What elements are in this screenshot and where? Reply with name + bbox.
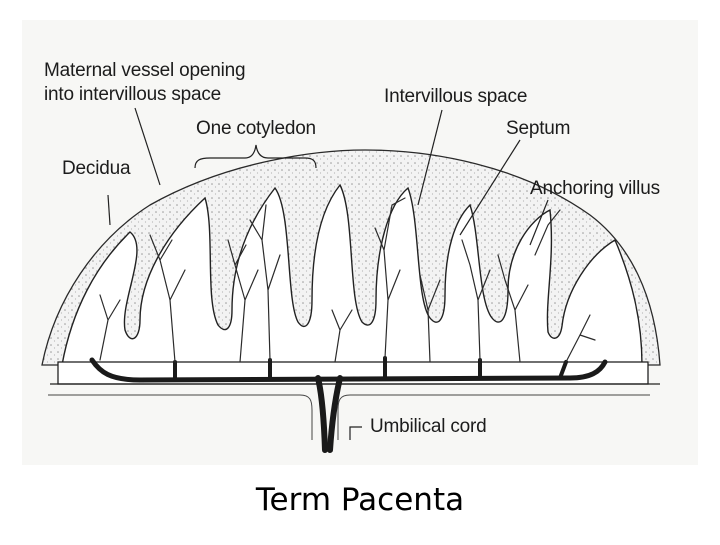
- cotyledon-brace: [194, 144, 317, 169]
- leader-lines: [107, 107, 549, 440]
- umbilical-cord-leader: [349, 426, 362, 440]
- intervillous-space-outline: [61, 183, 643, 366]
- fetal-vessels: [89, 356, 608, 453]
- label-maternal-vessel-line1: Maternal vessel opening: [44, 60, 246, 81]
- villous-trees: [99, 197, 596, 363]
- intervillous-leader: [417, 109, 443, 206]
- anchoring-villus-leader: [529, 199, 549, 246]
- septum-leader: [459, 139, 521, 236]
- decidua-leader: [107, 194, 111, 226]
- label-intervillous-space: Intervillous space: [384, 86, 528, 107]
- maternal-vessel-leader: [134, 107, 161, 186]
- label-one-cotyledon: One cotyledon: [196, 118, 316, 139]
- label-umbilical-cord: Umbilical cord: [370, 416, 487, 437]
- label-septum: Septum: [506, 118, 571, 139]
- figure-caption: Term Pacenta: [255, 482, 465, 518]
- label-anchoring-villus: Anchoring villus: [530, 178, 660, 199]
- label-maternal-vessel-line2: into intervillous space: [44, 84, 222, 105]
- label-decidua: Decidua: [62, 158, 131, 179]
